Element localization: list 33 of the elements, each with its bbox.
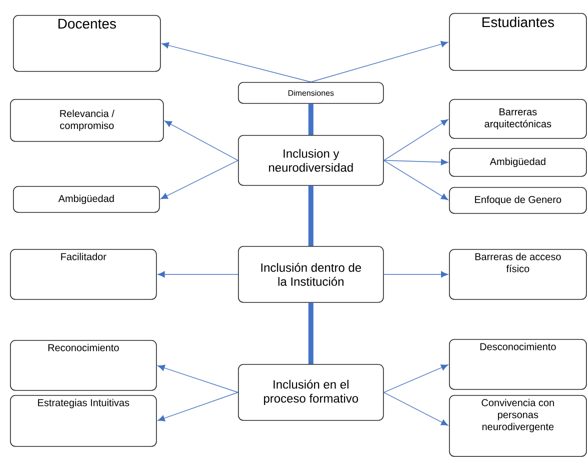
item-box: Facilitador (10, 249, 157, 300)
dimension-box: Inclusión en el proceso formativo (238, 364, 384, 421)
item-box: Desconocimiento (449, 339, 587, 390)
category-box: Docentes (13, 15, 161, 72)
item-box: Enfoque de Genero (449, 187, 587, 214)
item-box: Relevancia / compromiso (10, 99, 164, 142)
dimension-box: Inclusión dentro de la Institución (238, 246, 384, 303)
arrow (164, 120, 238, 161)
arrow (158, 392, 238, 422)
arrow (162, 42, 312, 82)
arrow (310, 40, 448, 82)
category-box: Estudiantes (449, 13, 587, 71)
arrow (383, 160, 448, 200)
arrow (383, 158, 448, 166)
arrow (383, 119, 448, 161)
item-box: Barreras de acceso físico (449, 249, 587, 300)
connector-bar (308, 104, 314, 135)
dimension-box: Inclusion y neurodiversidad (238, 135, 384, 186)
arrow (158, 271, 238, 278)
item-box: Barreras arquitectónicas (449, 99, 587, 139)
item-box: Convivencia con personas neurodivergente (449, 395, 587, 457)
connector-bar (308, 186, 314, 246)
arrow (383, 364, 448, 393)
arrow (383, 271, 448, 278)
item-box: Estrategias Intuitivas (10, 395, 157, 447)
item-box: Reconocimiento (10, 340, 157, 391)
arrow (160, 160, 238, 200)
arrow (158, 364, 238, 393)
item-box: Ambigüedad (13, 186, 160, 213)
item-box: Ambigüedad (449, 148, 587, 177)
connector-bar (308, 302, 314, 364)
root-box: Dimensiones (238, 82, 384, 104)
arrow (383, 392, 448, 426)
